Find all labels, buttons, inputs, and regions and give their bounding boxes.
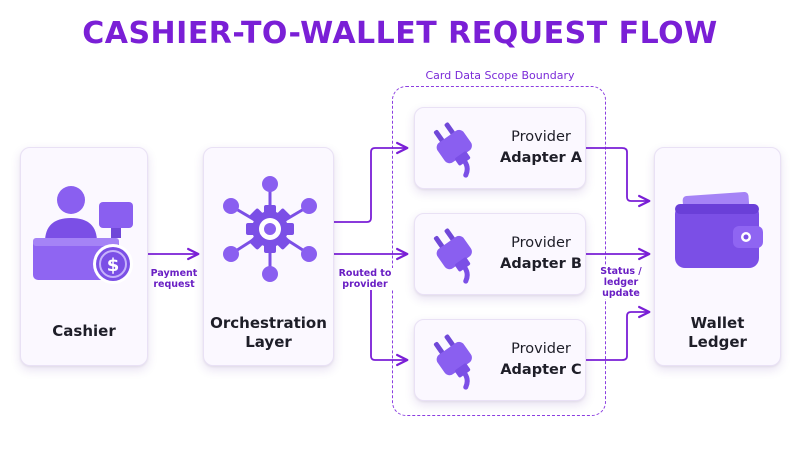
cashier-person-icon: $ <box>33 186 133 284</box>
cashier-node: $ Cashier <box>20 147 148 366</box>
adapter-c-label: Provider Adapter C <box>500 341 582 378</box>
provider-adapter-a-node: Provider Adapter A <box>414 107 586 189</box>
card-data-scope-boundary <box>392 86 606 416</box>
wallet-icon <box>675 191 763 268</box>
provider-adapter-b-node: Provider Adapter B <box>414 213 586 295</box>
edge-label-status-ledger-update: Status / ledger update <box>594 266 648 299</box>
edge-label-routed-to-provider: Routed to provider <box>334 268 396 290</box>
network-gear-icon <box>223 176 317 282</box>
arrow-orchestration-to-adapter-c <box>334 285 409 367</box>
arrow-orchestration-to-adapter-a <box>334 141 409 223</box>
orchestration-label: Orchestration Layer <box>210 314 327 351</box>
wallet-ledger-node: Wallet Ledger <box>654 147 781 366</box>
plug-icon <box>433 122 472 178</box>
arrow-adapter-c-to-wallet <box>586 305 651 361</box>
provider-adapter-c-node: Provider Adapter C <box>414 319 586 401</box>
edge-label-payment-request: Payment request <box>147 268 201 290</box>
plug-icon <box>433 228 472 284</box>
adapter-b-label: Provider Adapter B <box>500 235 582 272</box>
orchestration-layer-node: Orchestration Layer <box>203 147 334 366</box>
arrow-adapter-a-to-wallet <box>586 147 651 208</box>
adapter-a-label: Provider Adapter A <box>500 129 582 166</box>
wallet-ledger-label: Wallet Ledger <box>688 314 747 351</box>
plug-icon <box>433 334 472 390</box>
scope-boundary-label: Card Data Scope Boundary <box>425 69 575 82</box>
cashier-label: Cashier <box>52 322 116 340</box>
svg-text:$: $ <box>107 255 120 276</box>
diagram-title: CASHIER-TO-WALLET REQUEST FLOW <box>82 16 718 51</box>
